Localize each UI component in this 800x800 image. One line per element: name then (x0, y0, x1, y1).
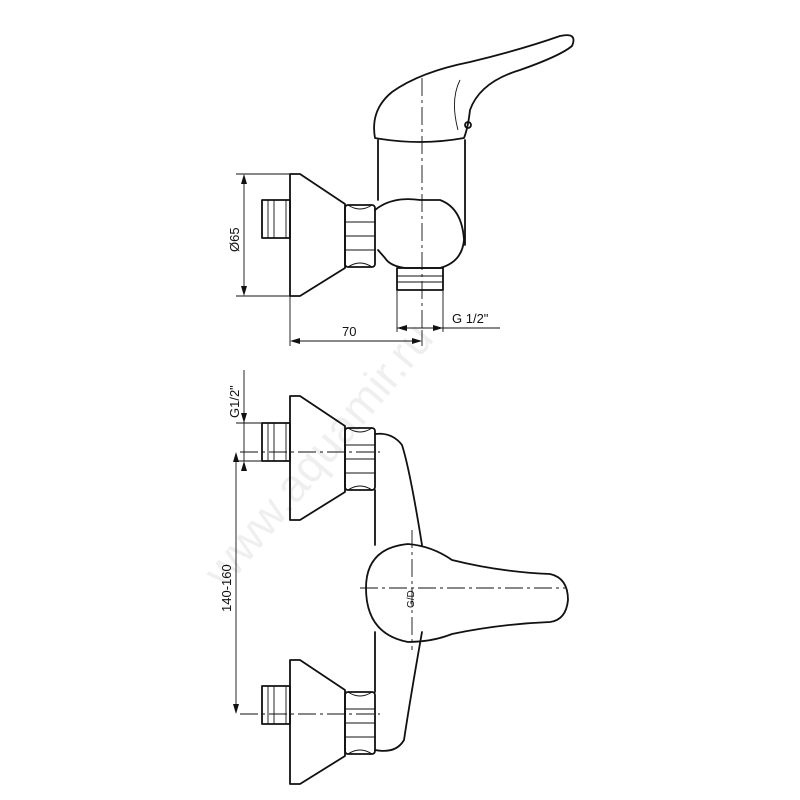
dim-diameter-label: Ø65 (227, 227, 242, 252)
dim-thread-side: G 1/2" (396, 290, 500, 332)
side-view: Ø65 70 G 1/2" (227, 34, 575, 346)
side-cartridge-housing (377, 139, 466, 246)
front-lever-handle (365, 543, 569, 643)
dim-center-distance-label: 140-160 (219, 564, 234, 612)
side-wall-flange (289, 173, 346, 297)
front-lower-inlet (261, 659, 376, 785)
side-lever-handle (373, 34, 575, 143)
dim-diameter: Ø65 (227, 173, 290, 297)
dim-length: 70 (289, 296, 423, 346)
dim-length-label: 70 (342, 324, 356, 339)
handle-mark: G/D (406, 590, 417, 608)
side-mixer-body (374, 198, 465, 269)
front-view: G/D G1/2" 140-160 (219, 370, 569, 785)
side-outlet-fitting (396, 267, 444, 291)
side-inlet-fitting (261, 199, 291, 239)
dim-center-distance: 140-160 (219, 452, 239, 714)
side-hex-nut (344, 204, 376, 268)
front-upper-inlet (261, 395, 376, 521)
dim-thread-front-label: G1/2" (227, 385, 242, 418)
dim-thread-side-label: G 1/2" (452, 311, 489, 326)
front-mixer-body (374, 432, 423, 752)
dim-thread-front: G1/2" (227, 370, 262, 471)
